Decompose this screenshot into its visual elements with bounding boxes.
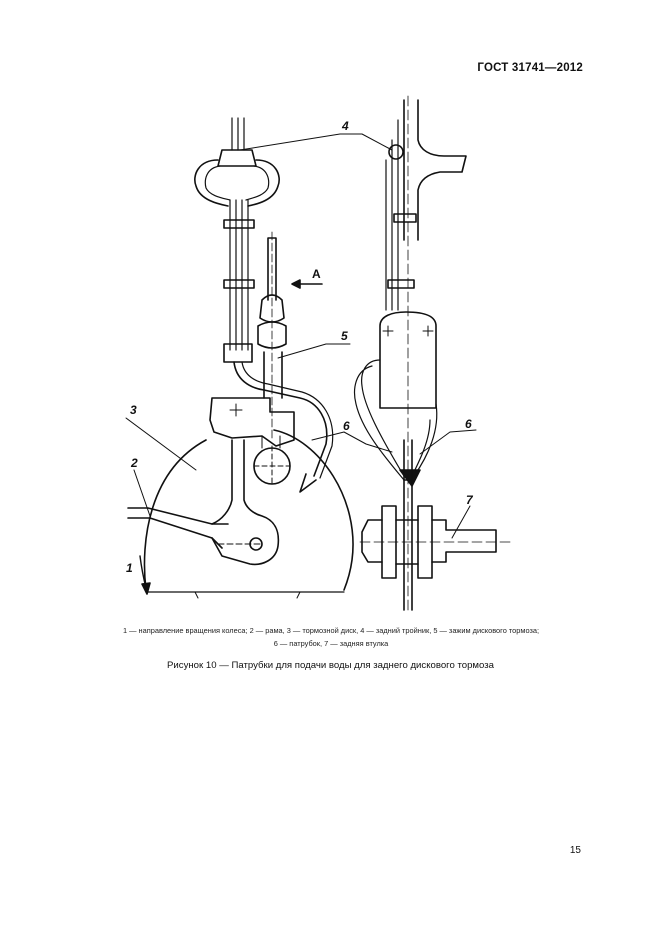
callout-6-left: 6 bbox=[343, 419, 350, 433]
disc-right bbox=[403, 439, 413, 611]
caliper-left bbox=[209, 397, 295, 447]
view-label-a: А bbox=[312, 267, 321, 281]
callout-2: 2 bbox=[130, 456, 138, 470]
callout-1: 1 bbox=[126, 561, 133, 575]
legend-line-1: 1 — направление вращения колеса; 2 — рам… bbox=[122, 626, 540, 635]
brake-disc bbox=[143, 429, 354, 591]
frame-tube bbox=[127, 507, 229, 549]
water-hose-left bbox=[233, 361, 328, 477]
document-header: ГОСТ 31741—2012 bbox=[477, 62, 583, 74]
caliper-right bbox=[379, 311, 437, 409]
legend-line-2: 6 — патрубок, 7 — задняя втулка bbox=[273, 639, 389, 648]
technical-drawing: 4 5 3 2 1 6 6 7 А bbox=[125, 95, 511, 613]
callout-7: 7 bbox=[466, 493, 474, 507]
nozzle-right bbox=[399, 469, 421, 487]
page-number: 15 bbox=[569, 845, 581, 856]
callout-5: 5 bbox=[341, 329, 348, 343]
callout-4: 4 bbox=[341, 119, 349, 133]
frame-right bbox=[403, 99, 467, 241]
callout-6-right: 6 bbox=[465, 417, 472, 431]
figure-legend: 1 — направление вращения колеса; 2 — рам… bbox=[40, 624, 622, 650]
rear-hub bbox=[431, 519, 497, 563]
callout-3: 3 bbox=[130, 403, 137, 417]
figure-caption: Рисунок 10 — Патрубки для подачи воды дл… bbox=[167, 660, 494, 671]
dropout bbox=[211, 439, 280, 566]
tee-left bbox=[217, 149, 257, 167]
